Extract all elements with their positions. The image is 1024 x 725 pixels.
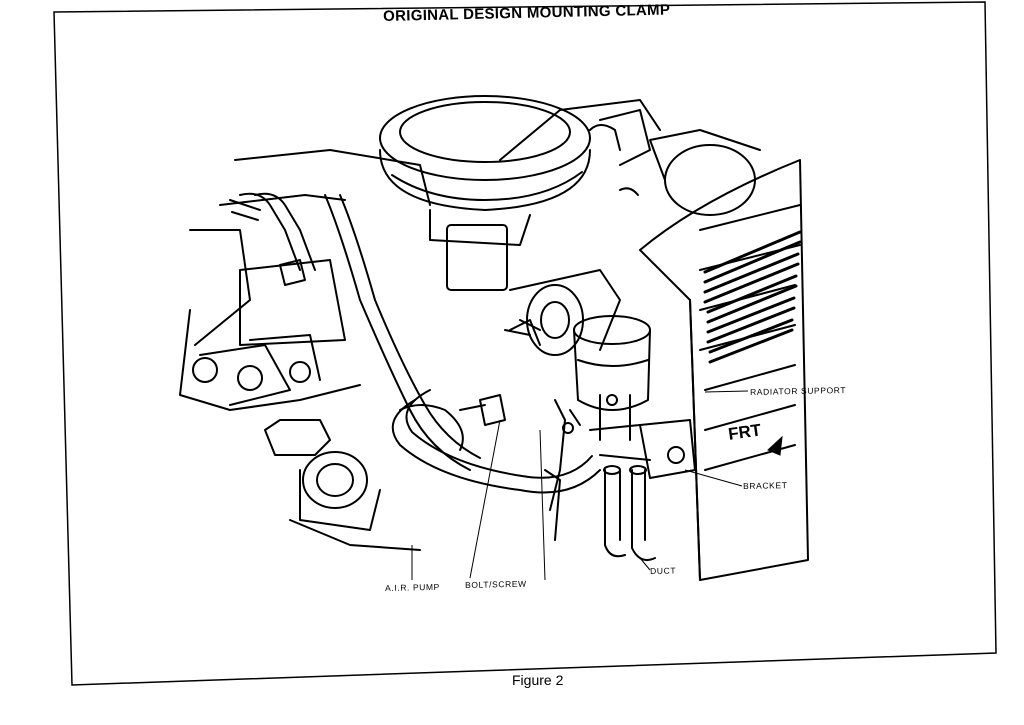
callout-radiator-support: RADIATOR SUPPORT [750, 384, 847, 397]
front-arrow-icon [767, 435, 783, 456]
bracket [589, 419, 696, 479]
duct [603, 465, 656, 561]
callout-air-pump: A.I.R. PUMP [385, 581, 440, 593]
radiator-fins [703, 230, 802, 364]
callout-duct: DUCT [650, 565, 677, 576]
radiator-support [639, 159, 809, 581]
figure-caption: Figure 2 [512, 672, 564, 688]
page-border [53, 1, 997, 686]
hose-loop [391, 389, 601, 494]
bolt-screw [544, 399, 581, 541]
leader-lines [411, 390, 749, 581]
intake-manifold [429, 99, 661, 291]
filter-canister [573, 315, 651, 441]
air-cleaner [379, 95, 591, 211]
engine-block-left [179, 149, 431, 411]
callout-bracket: BRACKET [743, 480, 788, 491]
alternator [504, 269, 621, 356]
air-pump [264, 419, 421, 551]
fan-shroud [649, 129, 761, 216]
vacuum-tube [324, 194, 481, 471]
fittings [459, 124, 639, 426]
left-hoses [229, 192, 316, 286]
callout-bolt-screw: BOLT/SCREW [465, 578, 527, 590]
